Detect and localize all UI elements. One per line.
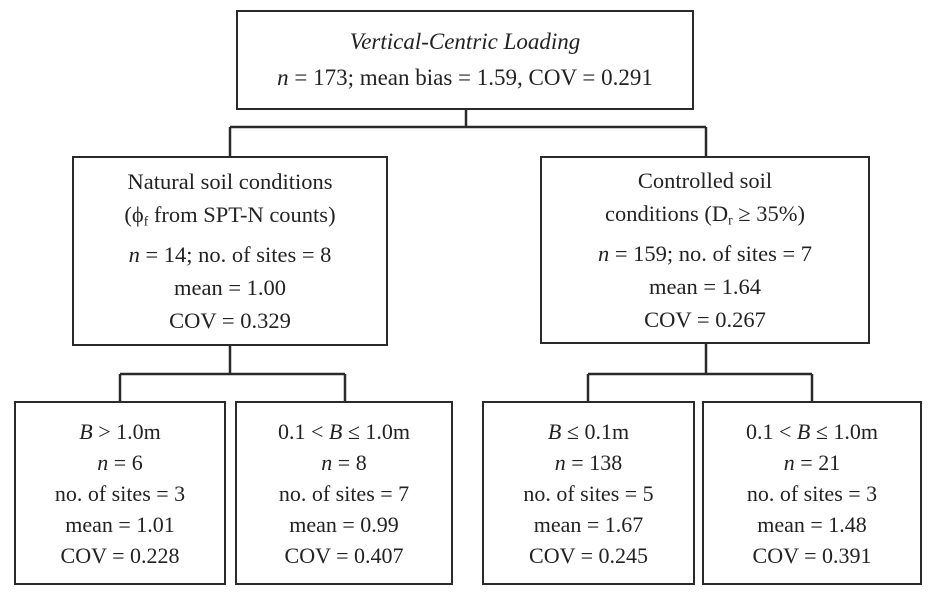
node-text-line: mean = 1.64 — [649, 270, 761, 303]
text-segment: 0.1 < — [277, 418, 329, 444]
root-node-vertical-centric-loading: Vertical-Centric Loading n = 173; mean bi… — [236, 10, 694, 110]
subscript: f — [143, 213, 149, 229]
text-segment: COV = 0.245 — [529, 542, 648, 568]
text-segment: COV = 0.329 — [169, 307, 291, 333]
node-text-line: COV = 0.267 — [644, 303, 766, 336]
node-text-line: Controlled soil — [638, 164, 772, 197]
node-text-line: COV = 0.228 — [61, 540, 180, 571]
variable-symbol: n — [277, 65, 289, 90]
text-segment: COV = 0.267 — [644, 306, 766, 332]
text-segment: 0.1 < — [745, 418, 797, 444]
node-text-line: COV = 0.329 — [169, 304, 291, 337]
text-segment: ≥ 35%) — [732, 201, 805, 227]
variable-symbol: B — [796, 418, 811, 444]
node-text-line: 0.1 < B ≤ 1.0m — [278, 416, 410, 447]
root-connector — [228, 110, 708, 156]
node-text-line: B ≤ 0.1m — [548, 416, 629, 447]
text-segment: (ϕ — [124, 202, 144, 228]
node-text-line: mean = 1.01 — [65, 509, 175, 540]
node-text-line: mean = 1.48 — [757, 509, 867, 540]
text-segment: mean = 1.00 — [173, 274, 287, 300]
variable-symbol: B — [328, 418, 343, 444]
variable-symbol: Vertical-Centric Loading — [349, 29, 581, 54]
text-segment: Controlled soil — [637, 168, 773, 194]
text-segment: > 1.0m — [92, 418, 161, 444]
variable-symbol: n — [783, 449, 795, 475]
node-text-line: n = 173; mean bias = 1.59, COV = 0.291 — [277, 60, 653, 96]
node-text-line: n = 8 — [321, 447, 366, 478]
subscript: r — [728, 212, 733, 228]
text-segment: COV = 0.391 — [752, 542, 872, 568]
text-segment: mean = 1.48 — [757, 511, 867, 537]
node-text-line: mean = 1.00 — [174, 271, 286, 304]
node-text-line: no. of sites = 5 — [523, 478, 653, 509]
text-segment: = 6 — [108, 449, 143, 475]
text-segment: mean = 1.64 — [648, 273, 762, 299]
node-text-line: no. of sites = 7 — [279, 478, 409, 509]
text-segment: ≤ 1.0m — [810, 418, 879, 444]
node-text-line: no. of sites = 3 — [747, 478, 877, 509]
text-segment: ≤ 1.0m — [342, 418, 411, 444]
variable-symbol: B — [547, 418, 562, 444]
text-segment: mean = 1.01 — [65, 511, 175, 537]
node-text-line: mean = 1.67 — [534, 509, 644, 540]
node-text-line: (ϕf from SPT-N counts) — [124, 198, 335, 237]
node-text-line: COV = 0.391 — [753, 540, 872, 571]
node-text-line: COV = 0.245 — [529, 540, 648, 571]
variable-symbol: n — [597, 240, 610, 266]
node-text-line: n = 138 — [555, 447, 622, 478]
text-segment: no. of sites = 7 — [278, 480, 410, 506]
text-segment: = 159; no. of sites = 7 — [609, 240, 813, 266]
text-segment: COV = 0.228 — [60, 542, 180, 568]
variable-symbol: B — [79, 418, 93, 444]
text-segment: conditions (D — [605, 201, 729, 227]
text-segment: = 138 — [565, 449, 623, 475]
text-segment: no. of sites = 3 — [54, 480, 186, 506]
node-text-line: mean = 0.99 — [289, 509, 399, 540]
node-text-line: conditions (Dr ≥ 35%) — [605, 197, 805, 236]
node-text-line: B > 1.0m — [79, 416, 160, 447]
text-segment: = 14; no. of sites = 8 — [139, 241, 332, 267]
node-natural-soil-conditions: Natural soil conditions (ϕf from SPT-N co… — [72, 156, 388, 346]
text-segment: from SPT-N counts) — [148, 202, 336, 228]
natural-connector — [118, 346, 347, 401]
node-text-line: n = 14; no. of sites = 8 — [129, 238, 332, 271]
text-segment: Natural soil conditions — [127, 169, 333, 195]
text-segment: = 21 — [794, 449, 841, 475]
text-segment: = 8 — [332, 449, 367, 475]
node-text-line: n = 159; no. of sites = 7 — [598, 237, 812, 270]
text-segment: mean = 0.99 — [289, 511, 399, 537]
node-text-line: no. of sites = 3 — [55, 478, 185, 509]
text-segment: no. of sites = 3 — [746, 480, 878, 506]
node-text-line: Vertical-Centric Loading — [350, 24, 581, 60]
variable-symbol: n — [321, 449, 333, 475]
text-segment: = 173; mean bias = 1.59, COV = 0.291 — [288, 65, 653, 90]
controlled-connector — [586, 344, 814, 401]
text-segment: COV = 0.407 — [284, 542, 404, 568]
node-text-line: n = 6 — [97, 447, 142, 478]
variable-symbol: n — [554, 449, 566, 475]
node-text-line: n = 21 — [784, 447, 840, 478]
node-text-line: 0.1 < B ≤ 1.0m — [746, 416, 878, 447]
text-segment: ≤ 0.1m — [561, 418, 630, 444]
text-segment: no. of sites = 5 — [523, 480, 654, 506]
text-segment: mean = 1.67 — [533, 511, 644, 537]
node-text-line: Natural soil conditions — [128, 165, 333, 198]
variable-symbol: n — [128, 241, 140, 267]
variable-symbol: n — [97, 449, 109, 475]
node-text-line: COV = 0.407 — [285, 540, 404, 571]
